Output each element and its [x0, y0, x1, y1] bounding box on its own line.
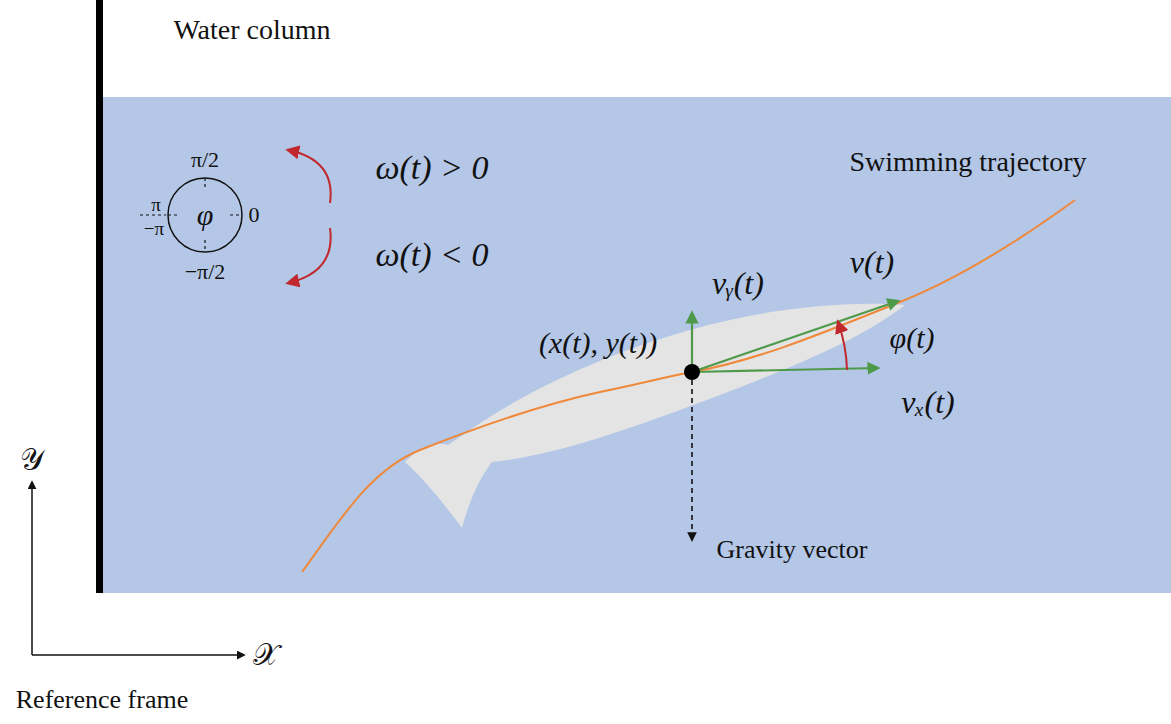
rotation-label: ω(t) > 0 [375, 151, 488, 185]
frame-label: Reference frame [16, 687, 188, 713]
x-axis [32, 654, 244, 656]
vector-label: v(t) [850, 246, 894, 278]
rotation-label: ω(t) < 0 [375, 238, 488, 272]
position-label: (x(t), y(t)) [539, 328, 657, 358]
angle-mark: −π/2 [185, 261, 226, 283]
angle-mark: π [151, 195, 161, 214]
water-region [97, 97, 1171, 593]
vy-vector [691, 313, 693, 372]
rotation-arrow [288, 228, 331, 283]
gravity-label: Gravity vector [717, 537, 868, 563]
fish-body [405, 304, 905, 528]
vx-vector [692, 368, 878, 372]
angle-mark: 0 [249, 204, 260, 226]
angle-symbol: φ [197, 200, 214, 230]
axis-label: 𝒴 [20, 445, 44, 475]
angle-label: φ(t) [890, 323, 935, 353]
angle-mark: π/2 [191, 149, 219, 171]
angle-mark: −π [144, 219, 164, 238]
rotation-arrow [288, 150, 331, 203]
axis-label: 𝒳 [253, 640, 279, 670]
angle-dial [140, 178, 242, 252]
water-column-wall [96, 0, 103, 593]
vector-label: vₓ(t) [901, 386, 955, 418]
trajectory-label: Swimming trajectory [849, 148, 1086, 176]
velocity-vector [692, 301, 898, 372]
gravity-vector [691, 380, 693, 540]
vector-label: vᵧ(t) [712, 267, 764, 299]
heading-angle-arc [838, 322, 847, 370]
y-axis [31, 482, 33, 655]
region-title: Water column [173, 16, 330, 44]
center-point [684, 364, 700, 380]
swimming-trajectory [302, 200, 1075, 572]
